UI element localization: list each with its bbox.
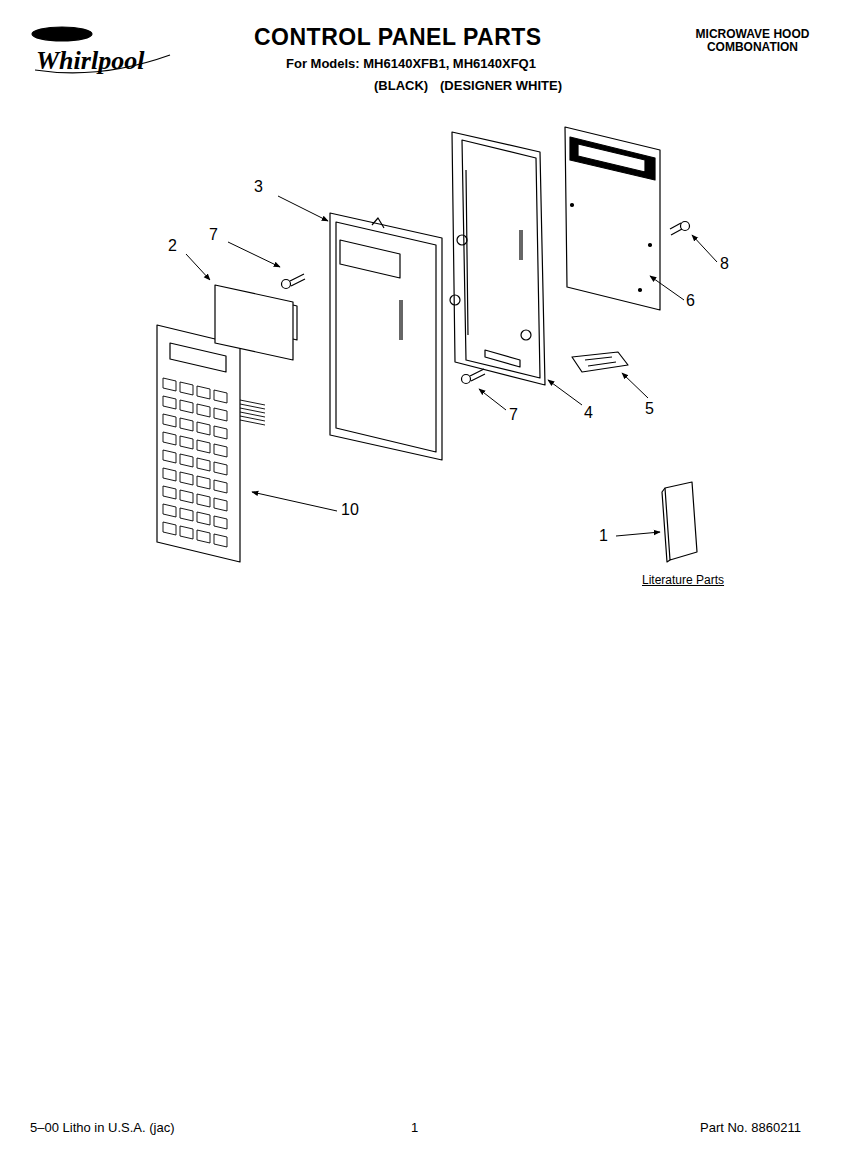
leader-line <box>186 196 717 536</box>
callout-number: 4 <box>584 404 593 422</box>
keypad-button <box>180 436 193 449</box>
keypad-button <box>163 450 176 463</box>
callout-number: 5 <box>645 400 654 418</box>
keypad-button <box>180 400 193 413</box>
keypad-button <box>197 530 210 543</box>
keypad-button <box>180 490 193 503</box>
keypad-button <box>163 522 176 535</box>
keypad-button <box>214 516 227 529</box>
keypad-button <box>197 512 210 525</box>
keypad-button <box>180 454 193 467</box>
callout-number: 3 <box>254 178 263 196</box>
keypad-button <box>180 472 193 485</box>
keypad-button <box>197 404 210 417</box>
screw <box>282 222 690 384</box>
diagram-title: CONTROL PANEL PARTS <box>254 25 542 50</box>
control-panel-frame <box>330 213 442 460</box>
bracket-clip <box>572 352 628 372</box>
keypad-button <box>214 444 227 457</box>
callout-number: 1 <box>599 527 608 545</box>
product-type: MICROWAVE HOOD COMBONATION <box>695 28 810 54</box>
keypad-button <box>163 468 176 481</box>
keypad-button <box>163 378 176 391</box>
callout-number: 8 <box>720 255 729 273</box>
keypad-button <box>180 418 193 431</box>
keypad-button <box>197 440 210 453</box>
keypad-button <box>197 386 210 399</box>
keypad-button <box>197 422 210 435</box>
keypad-button <box>214 498 227 511</box>
keypad-button <box>214 426 227 439</box>
panel-bracket <box>450 132 545 385</box>
callout-number: 7 <box>209 226 218 244</box>
literature-book <box>662 482 697 562</box>
section-label: Literature Parts <box>642 574 724 587</box>
keypad-button <box>163 486 176 499</box>
part-number: Part No. 8860211 <box>700 1121 801 1135</box>
keypad-button <box>163 396 176 409</box>
keypad-button <box>197 494 210 507</box>
circuit-board <box>565 127 660 310</box>
keypad-button <box>180 382 193 395</box>
callout-number: 10 <box>341 501 359 519</box>
model-numbers: For Models: MH6140XFB1, MH6140XFQ1 <box>286 57 536 71</box>
keypad-button <box>214 462 227 475</box>
plate-edge <box>293 305 297 340</box>
callout-number: 7 <box>509 406 518 424</box>
keypad-button <box>214 408 227 421</box>
keypad-button <box>214 534 227 547</box>
window-plate <box>215 285 293 360</box>
keypad-button <box>214 480 227 493</box>
keypad-button <box>163 504 176 517</box>
logo-oval <box>32 27 92 41</box>
callout-number: 2 <box>168 237 177 255</box>
keypad-overlay <box>157 325 265 562</box>
color-note: (BLACK) <box>374 79 428 93</box>
page-number: 1 <box>411 1121 418 1135</box>
keypad-button <box>197 458 210 471</box>
print-note: 5–00 Litho in U.S.A. (jac) <box>30 1121 175 1135</box>
callout-number: 6 <box>686 292 695 310</box>
keypad-button <box>214 390 227 403</box>
keypad-button <box>180 526 193 539</box>
keypad-button <box>163 414 176 427</box>
color-note: (DESIGNER WHITE) <box>440 79 562 93</box>
brand-logo: Whirlpool <box>36 47 144 76</box>
keypad-button <box>163 432 176 445</box>
keypad-button <box>197 476 210 489</box>
keypad-button <box>180 508 193 521</box>
